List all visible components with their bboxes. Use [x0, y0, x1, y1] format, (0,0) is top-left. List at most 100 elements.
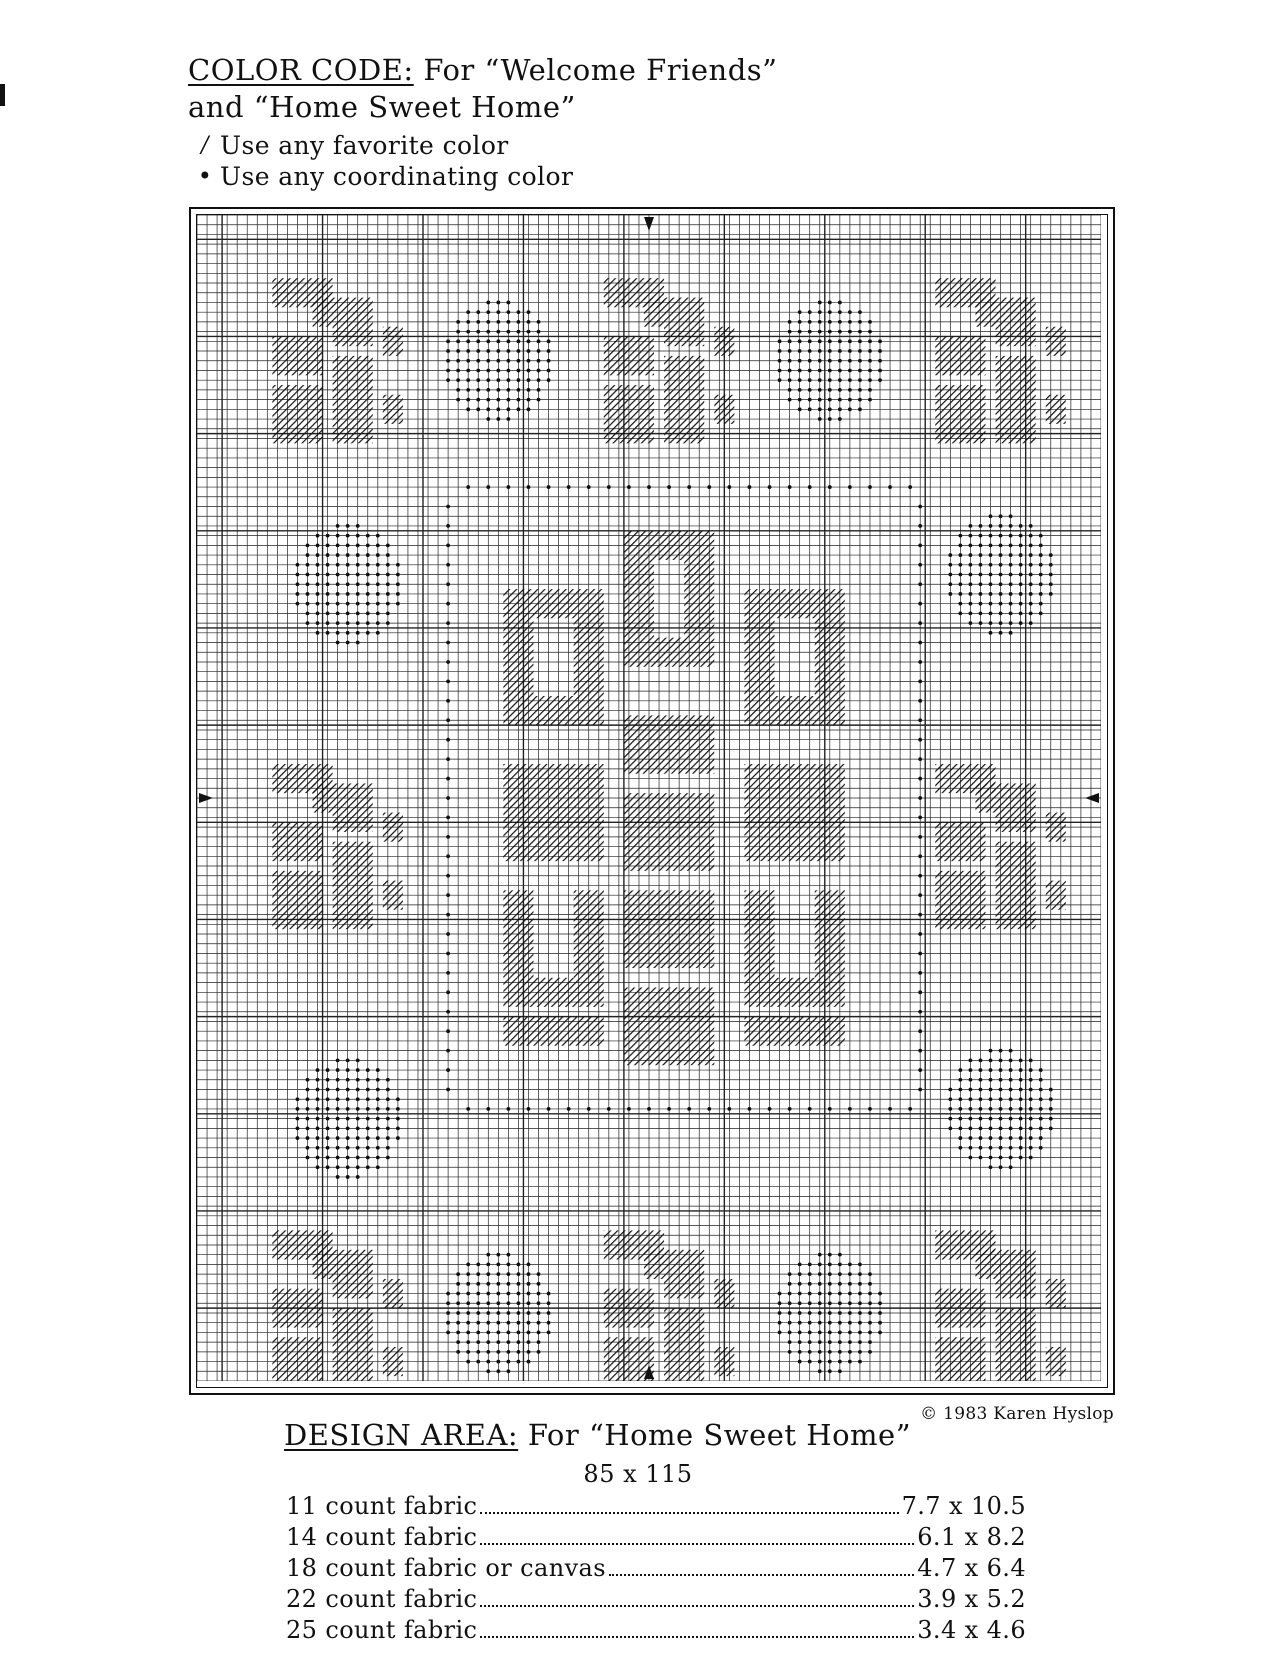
center-marker-bottom-icon: [644, 1365, 654, 1379]
center-marker-right-icon: [1085, 793, 1099, 803]
fabric-name: 14 count fabric: [286, 1523, 478, 1551]
fabric-size: 4.7 x 6.4: [917, 1554, 1026, 1582]
house-roof-stitches: [975, 783, 1036, 813]
house-window-stitches: [272, 822, 323, 862]
fabric-name: 11 count fabric: [286, 1492, 478, 1520]
lettering-stitches: [744, 589, 845, 619]
house-chimney-stitches: [382, 1346, 403, 1377]
house-chimney-stitches: [1045, 1346, 1066, 1377]
color-code-line-1: COLOR CODE: For “Welcome Friends”: [188, 52, 777, 89]
lettering-stitches: [814, 618, 845, 696]
lettering-stitches: [623, 637, 715, 667]
house-wall-stitches: [272, 870, 323, 930]
fabric-row: 25 count fabric 3.4 x 4.6: [286, 1616, 1026, 1647]
pattern-grid: [197, 215, 1101, 1381]
house-wall-stitches: [935, 870, 986, 930]
lettering-stitches: [623, 530, 715, 560]
fabric-name: 25 count fabric: [286, 1616, 478, 1644]
lettering-stitches: [503, 1016, 604, 1046]
heart-motif-dots: [948, 1048, 1053, 1170]
design-area-title: DESIGN AREA: For “Home Sweet Home”: [284, 1418, 911, 1452]
house-wall-stitches: [664, 355, 705, 444]
lettering-stitches: [503, 695, 604, 726]
lettering-stitches: [744, 1016, 845, 1046]
house-wall-stitches: [603, 1337, 655, 1381]
house-roof-stitches: [664, 1278, 705, 1299]
lettering-stitches: [573, 890, 604, 978]
heart-motif-dots: [295, 524, 400, 645]
house-roof-stitches: [995, 326, 1036, 347]
design-area-label: DESIGN AREA:: [284, 1418, 519, 1452]
house-roof-stitches: [332, 1278, 373, 1299]
copyright-notice: © 1983 Karen Hyslop: [920, 1404, 1114, 1424]
legend-item-coordinating: • Use any coordinating color: [190, 161, 573, 192]
legend-text-coordinating: Use any coordinating color: [220, 162, 574, 191]
center-marker-left-icon: [199, 793, 213, 803]
fabric-size: 6.1 x 8.2: [917, 1523, 1026, 1551]
house-wall-stitches: [603, 385, 655, 444]
fabric-size: 3.4 x 4.6: [917, 1616, 1026, 1644]
lettering-stitches: [744, 618, 775, 696]
house-roof-stitches: [995, 812, 1036, 833]
house-roof-stitches: [332, 812, 373, 833]
dot-leader: [480, 1636, 915, 1638]
house-roof-stitches: [643, 1249, 705, 1279]
house-chimney-stitches: [714, 326, 735, 356]
house-chimney-stitches: [382, 880, 403, 910]
color-code-label: COLOR CODE:: [188, 53, 414, 87]
center-marker-top-icon: [644, 217, 654, 231]
house-chimney-stitches: [382, 812, 403, 842]
house-roof-stitches: [643, 297, 705, 327]
house-wall-stitches: [272, 1337, 323, 1381]
house-wall-stitches: [272, 385, 323, 444]
heart-motif-dots: [777, 1252, 882, 1374]
dotted-border: [446, 485, 923, 1111]
lettering-stitches: [744, 763, 845, 862]
house-roof-stitches: [332, 326, 373, 347]
house-roof-stitches: [975, 1249, 1036, 1279]
house-window-stitches: [272, 1288, 323, 1328]
house-chimney-stitches: [382, 326, 403, 356]
house-chimney-stitches: [1045, 880, 1066, 910]
house-roof-stitches: [312, 297, 373, 327]
house-chimney-stitches: [1045, 1278, 1066, 1309]
house-chimney-stitches: [714, 394, 735, 424]
heart-motif-dots: [446, 1252, 551, 1374]
lettering-stitches: [503, 890, 534, 978]
house-chimney-stitches: [382, 1278, 403, 1309]
house-window-stitches: [935, 1288, 986, 1328]
house-window-stitches: [935, 336, 986, 376]
page-edge-mark: [0, 84, 5, 106]
lettering-stitches: [684, 559, 715, 638]
house-wall-stitches: [935, 1337, 986, 1381]
house-chimney-stitches: [714, 1346, 735, 1377]
dot-leader: [608, 1574, 915, 1576]
lettering-stitches: [503, 589, 604, 619]
heart-motif-dots: [948, 514, 1053, 635]
house-roof-stitches: [975, 297, 1036, 327]
lettering-stitches: [623, 559, 655, 638]
dot-leader: [480, 1543, 915, 1545]
lettering-stitches: [503, 618, 534, 696]
fabric-size: 3.9 x 5.2: [917, 1585, 1026, 1613]
house-wall-stitches: [332, 841, 373, 930]
house-roof-stitches: [312, 783, 373, 813]
lettering-stitches: [623, 793, 715, 871]
fabric-name: 22 count fabric: [286, 1585, 478, 1613]
dot-leader: [480, 1512, 899, 1514]
dot-leader: [480, 1605, 915, 1607]
lettering-stitches: [623, 987, 715, 1066]
lettering-stitches: [623, 890, 715, 969]
house-chimney-stitches: [1045, 812, 1066, 842]
color-code-header: COLOR CODE: For “Welcome Friends” and “H…: [188, 52, 777, 126]
house-wall-stitches: [664, 1308, 705, 1381]
house-wall-stitches: [995, 841, 1036, 930]
dot-symbol-icon: •: [197, 162, 213, 190]
house-wall-stitches: [995, 355, 1036, 444]
fabric-row: 14 count fabric 6.1 x 8.2: [286, 1523, 1026, 1554]
fabric-row: 22 count fabric 3.9 x 5.2: [286, 1585, 1026, 1616]
chart-grid-area: [196, 214, 1108, 1388]
